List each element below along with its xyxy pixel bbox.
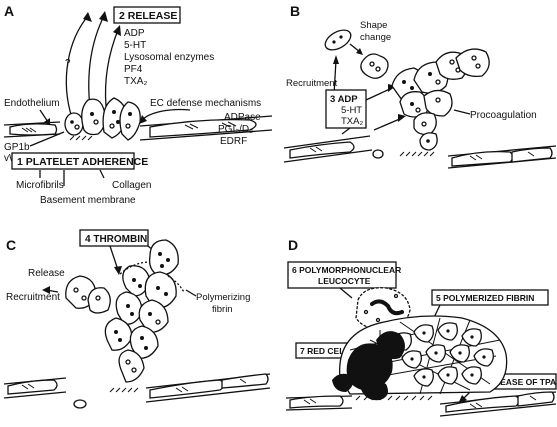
adherent-platelets — [64, 97, 141, 141]
panel-b: B Shape change Recruitment 3 ADP 5-HT TX… — [283, 3, 557, 169]
svg-text:change: change — [360, 32, 391, 43]
discoid-platelet — [324, 29, 352, 51]
polymerized-fibrin-box-label: 5 POLYMERIZED FIBRIN — [436, 293, 534, 303]
vessel-wall-c — [3, 373, 271, 409]
release-item: Lysosomal enzymes — [124, 52, 214, 63]
red-cells — [332, 331, 405, 401]
svg-text:fibrin: fibrin — [212, 304, 233, 315]
tpa-box-label: 8 RELEASE OF TPA — [476, 377, 556, 387]
release-item: 5-HT — [124, 40, 146, 51]
endothelium-label: Endothelium — [4, 98, 60, 109]
adp-box — [325, 89, 367, 129]
pmn-box — [287, 261, 397, 289]
microfibrils-label: Microfibrils — [16, 180, 64, 191]
panel-c-letter: C — [6, 237, 16, 253]
ec-defense-label: EC defense mechanisms — [150, 98, 261, 109]
release-item: PF4 — [124, 64, 143, 75]
release-box-label: 2 RELEASE — [119, 10, 177, 22]
platelet-aggregate-c — [65, 239, 185, 383]
vessel-wall-d — [285, 391, 557, 417]
vessel-wall-b — [283, 135, 557, 169]
adp-box-item: 3 ADP — [330, 94, 358, 105]
svg-text:Shape: Shape — [360, 20, 387, 31]
shape-change-label: Shape change — [360, 20, 391, 43]
release-item: TXA₂ — [124, 76, 147, 87]
procoagulation-label: Procoagulation — [470, 110, 537, 121]
adp-box-item: 5-HT — [341, 105, 362, 116]
red-cells-box-label: 7 RED CELLS — [300, 346, 356, 356]
ec-defense-arrow — [141, 108, 191, 121]
basement-membrane-label: Basement membrane — [40, 195, 136, 206]
pmn-box-line: 6 POLYMORPHONUCLEAR — [292, 265, 401, 275]
release-arrows — [65, 11, 121, 119]
adherence-box — [11, 152, 135, 170]
panel-a: A 2 RELEASE ADP 5-HT Lysosomal enzymes P… — [3, 3, 273, 206]
adherence-pointers — [39, 169, 105, 186]
panel-b-letter: B — [290, 3, 300, 19]
svg-text:Polymerizing: Polymerizing — [196, 292, 250, 303]
recruitment-label-c: Recruitment — [6, 292, 60, 303]
polymerized-fibrin-box — [431, 289, 549, 306]
panel-d-letter: D — [288, 237, 298, 253]
defense-item: EDRF — [220, 136, 247, 147]
defense-item: ADPase — [224, 112, 261, 123]
panel-c: C 4 THROMBIN Release Recruitment Polymer… — [3, 229, 271, 409]
defense-items: ADPase PGI₂/D₂ EDRF — [218, 112, 261, 147]
polymerizing-fibrin-label: Polymerizing fibrin — [196, 292, 250, 315]
panel-a-letter: A — [4, 3, 14, 19]
activated-platelet — [360, 53, 389, 79]
endothelium-layer — [3, 115, 273, 141]
gp1b-pointer — [29, 131, 65, 147]
pmn-box-line: LEUCOCYTE — [318, 276, 371, 286]
gp1b-label: GP1b — [4, 142, 30, 153]
question-mark: ? — [65, 58, 71, 69]
recruitment-label-b: Recruitment — [286, 78, 338, 89]
release-items: ADP 5-HT Lysosomal enzymes PF4 TXA₂ — [124, 28, 214, 87]
defense-item: PGI₂/D₂ — [218, 124, 253, 135]
panel-d: D 6 POLYMORPHONUCLEAR LEUCOCYTE 5 POLYME… — [285, 237, 557, 417]
recruitment-arrow-b — [333, 59, 337, 96]
endothelium-arrow — [39, 109, 49, 123]
release-item: ADP — [124, 28, 145, 39]
adp-box-item: TXA₂ — [341, 116, 363, 127]
thrombin-box-label: 4 THROMBIN — [85, 234, 147, 245]
thrombin-box — [79, 229, 149, 247]
release-label-c: Release — [28, 268, 65, 279]
release-box — [113, 6, 181, 24]
platelet-aggregate-b — [391, 48, 490, 151]
adherence-box-label: 1 PLATELET ADHERENCE — [17, 156, 148, 168]
collagen-label: Collagen — [112, 180, 151, 191]
